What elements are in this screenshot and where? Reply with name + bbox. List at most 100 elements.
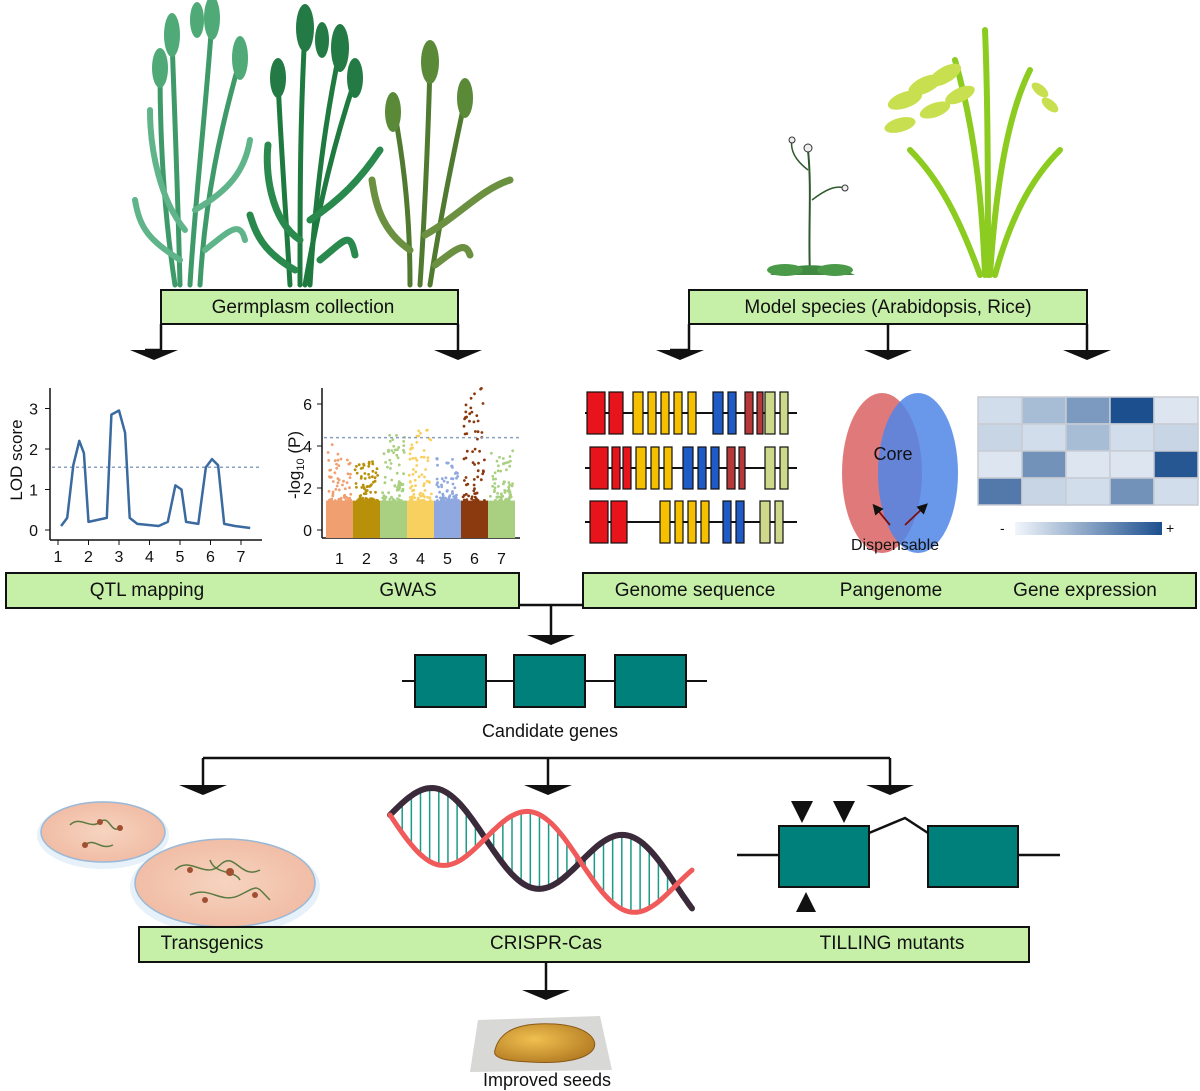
gwas-snp-point: [355, 471, 359, 475]
gwas-snp-point: [508, 464, 512, 468]
gwas-snp-point: [402, 440, 406, 443]
gwas-snp-point: [393, 448, 397, 452]
heatmap-cell: [1065, 396, 1111, 425]
gene-block: [759, 500, 771, 544]
gwas-snp-point: [374, 471, 378, 475]
gwas-snp-point: [465, 449, 469, 453]
gwas-snp-point: [397, 463, 401, 467]
gene-block: [726, 446, 736, 490]
gwas-snp-point: [401, 487, 405, 491]
gwas-snp-point: [361, 499, 365, 502]
gene-block: [647, 391, 657, 435]
gwas-snp-point: [396, 448, 399, 452]
gwas-snp-point: [326, 451, 330, 454]
heatmap-cell: [1065, 423, 1111, 452]
gwas-snp-point: [382, 452, 386, 456]
qtl-x-tick-label: 5: [176, 549, 185, 566]
gwas-snp-point: [390, 449, 394, 452]
gene-block: [589, 500, 609, 544]
genome-sequence-label: Genome sequence: [615, 580, 776, 601]
gwas-snp-point: [493, 490, 496, 493]
mutation-marker-icon: [833, 801, 855, 823]
gwas-snp-point: [410, 499, 414, 502]
gwas-snp-point: [495, 459, 499, 463]
gene-block: [650, 446, 660, 490]
gwas-snp-point: [349, 472, 352, 476]
gene-block: [674, 500, 684, 544]
gwas-snp-point: [493, 482, 497, 485]
merge-arrow: [519, 603, 583, 635]
gwas-snp-point: [390, 495, 393, 499]
gwas-snp-point: [363, 472, 367, 475]
gwas-snp-point: [482, 470, 485, 474]
heatmap-cell: [1065, 477, 1111, 506]
gene-block: [774, 500, 784, 544]
gwas-snp-point: [411, 489, 414, 493]
gwas-snp-point: [467, 494, 470, 498]
gwas-snp-point: [387, 448, 390, 452]
gwas-snp-point: [397, 480, 401, 483]
qtl-y-tick-label: 2: [29, 442, 38, 459]
gene-block: [682, 446, 694, 490]
gwas-snp-point: [426, 459, 430, 463]
gwas-y-tick-label: 4: [303, 439, 312, 456]
gene-block: [697, 446, 707, 490]
gwas-snp-point: [483, 458, 486, 462]
gwas-y-tick-label: 6: [303, 397, 312, 414]
heatmap-cell: [1153, 477, 1199, 506]
gwas-snp-point: [430, 492, 433, 496]
heatmap-cell: [977, 396, 1023, 425]
gwas-snp-point: [476, 469, 480, 473]
heatmap-color-legend: [1015, 522, 1162, 535]
gwas-snp-point: [425, 479, 429, 483]
gwas-snp-point: [423, 489, 427, 492]
gwas-snp-point: [334, 488, 338, 491]
gwas-snp-point: [330, 499, 333, 502]
gwas-snp-point: [335, 466, 339, 470]
gwas-snp-point: [368, 485, 371, 488]
exon-block: [513, 654, 586, 708]
gwas-snp-point: [497, 464, 500, 468]
gwas-snp-point: [409, 486, 412, 490]
gwas-snp-point: [476, 437, 479, 441]
heatmap-cell: [1109, 423, 1155, 452]
gwas-x-tick-label: 4: [416, 551, 425, 568]
transgenics-label: Transgenics: [161, 933, 264, 954]
gwas-snp-point: [453, 472, 457, 475]
gwas-snp-point: [397, 498, 401, 502]
gwas-snp-point: [435, 483, 439, 487]
gene-block: [635, 446, 647, 490]
gwas-snp-point: [496, 469, 500, 473]
model-species-label: Model species (Arabidopsis, Rice): [744, 297, 1031, 318]
gwas-snp-point: [502, 462, 505, 466]
heatmap-cell: [1109, 450, 1155, 479]
gwas-x-tick-label: 1: [335, 551, 344, 568]
gene-block: [779, 446, 789, 490]
gwas-snp-point: [355, 485, 358, 489]
qtl-x-tick-label: 4: [145, 549, 154, 566]
gwas-snp-point: [462, 498, 466, 502]
gwas-snp-point: [368, 476, 371, 479]
gwas-snp-point: [383, 497, 386, 501]
gwas-snp-point: [490, 451, 493, 455]
germplasm-label: Germplasm collection: [212, 297, 395, 318]
gwas-snp-point: [384, 461, 387, 464]
gwas-snp-point: [346, 458, 349, 462]
gwas-snp-point: [416, 498, 420, 502]
gwas-snp-point: [391, 497, 395, 501]
gwas-snp-point: [473, 492, 477, 495]
gene-block: [764, 391, 776, 435]
exon-block: [778, 825, 870, 888]
candidate-genes-illustration: Candidate genes: [402, 654, 707, 741]
gwas-snp-point: [383, 481, 387, 485]
gwas-snp-point: [388, 458, 392, 462]
tilling-gene-model: [737, 801, 1060, 912]
heat-legend-max: +: [1166, 520, 1174, 536]
gwas-snp-point: [469, 406, 473, 410]
qtl-ylabel: LOD score: [7, 419, 26, 500]
gwas-snp-point: [473, 495, 477, 499]
gene-block: [610, 500, 628, 544]
gene-block: [722, 500, 732, 544]
gwas-snp-point: [468, 419, 471, 423]
heatmap-cell: [977, 423, 1023, 452]
